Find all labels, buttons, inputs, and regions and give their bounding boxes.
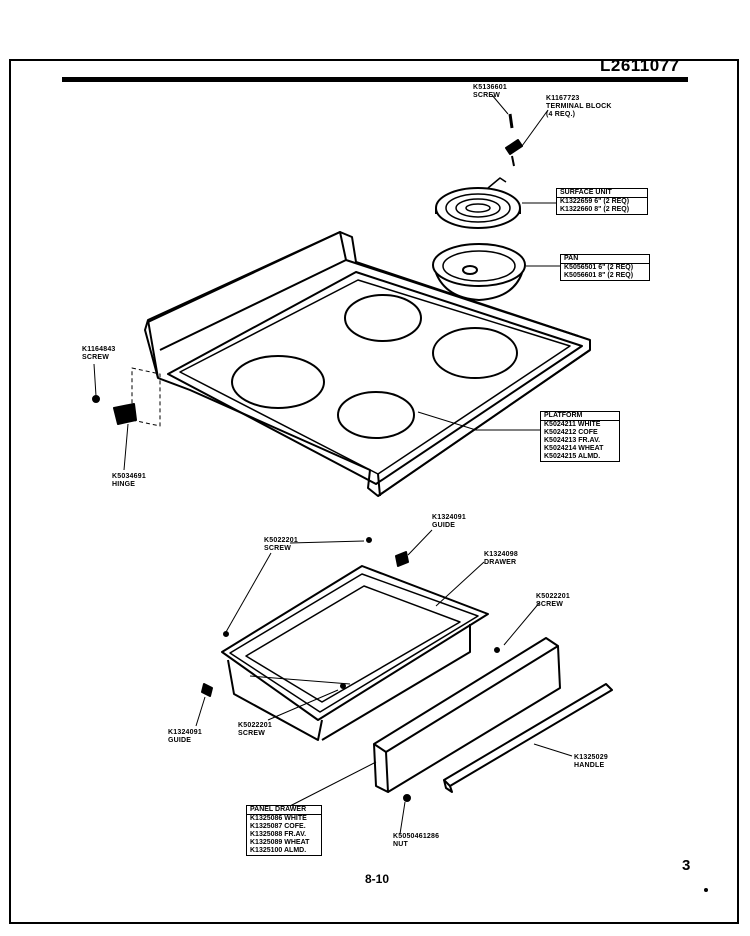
platform-callout: PLATFORM K5024211 WHITE K5024212 COFE K5… — [540, 411, 620, 462]
drip-pan-drawing — [432, 243, 526, 301]
page-border — [9, 59, 739, 924]
burner-hole-back-right — [432, 327, 518, 379]
surface-unit-callout: SURFACE UNIT K1322659 6" (2 REQ) K132266… — [556, 188, 648, 215]
hinge-drawing — [92, 367, 161, 427]
handle-drawing — [443, 683, 613, 793]
burner-hole-front-left — [231, 355, 325, 409]
platform-drawing — [144, 231, 591, 497]
panel-drawer-callout: PANEL DRAWER K1325086 WHITE K1325087 COF… — [246, 805, 322, 856]
surface-unit-drawing — [435, 177, 521, 229]
terminal-block-drawing — [505, 113, 523, 167]
header-rule — [62, 77, 688, 82]
page-number: 3 — [682, 857, 691, 874]
corner-dot — [704, 888, 708, 892]
burner-hole-front-right — [337, 391, 415, 439]
model-number: L2611077 — [600, 56, 680, 75]
pan-callout: PAN K5056501 6" (2 REQ) K5056601 8" (2 R… — [560, 254, 650, 281]
burner-hole-back-left — [344, 294, 422, 342]
drawer-drawing — [201, 537, 500, 741]
page-label: 8-10 — [365, 872, 390, 886]
panel-drawer-drawing — [373, 637, 561, 802]
